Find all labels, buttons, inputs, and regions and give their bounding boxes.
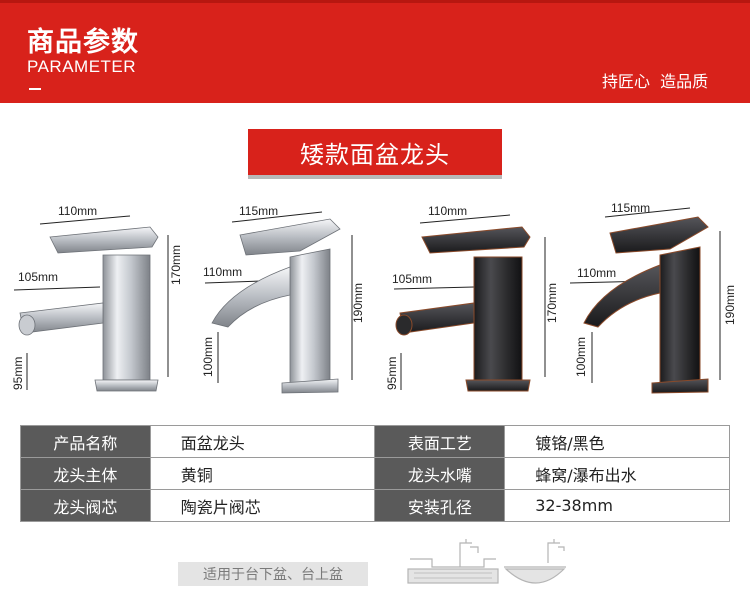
sink-icons	[407, 539, 566, 584]
spec-value-cell: 32-38mm	[504, 489, 730, 522]
brand-slogan: 持匠心 造品质	[602, 72, 709, 91]
faucet-black-2	[583, 216, 709, 394]
table-row: 产品名称 面盆龙头 表面工艺 镀铬/黑色	[20, 425, 730, 458]
faucet4-spout-length-label: 110mm	[577, 266, 616, 280]
faucet-chrome-1	[18, 226, 159, 392]
faucet2-height-label: 190mm	[351, 283, 365, 323]
spec-key-cell: 表面工艺	[374, 425, 506, 458]
faucet3-height-label: 170mm	[545, 283, 559, 323]
spec-value-cell: 黄铜	[149, 457, 376, 490]
faucet-black-1	[395, 226, 531, 392]
usage-text: 适用于台下盆、台上盆	[203, 567, 343, 583]
spec-key-cell: 龙头水嘴	[374, 457, 506, 490]
faucet-diagrams-svg: 110mm 105mm 170mm 95mm 115mm 110mm 190mm…	[11, 201, 737, 394]
faucet3-spout-length-label: 105mm	[392, 272, 432, 286]
faucet4-spout-height-label: 100mm	[574, 337, 588, 377]
header-bar: 商品参数 PARAMETER 持匠心 造品质	[0, 0, 750, 103]
banner-title: 矮款面盆龙头	[300, 140, 450, 169]
section-title: 商品参数	[27, 27, 139, 58]
spec-key-cell: 产品名称	[20, 425, 151, 458]
table-row: 龙头阀芯 陶瓷片阀芯 安装孔径 32-38mm	[20, 489, 730, 522]
spec-table: 产品名称 面盆龙头 表面工艺 镀铬/黑色 龙头主体 黄铜 龙头水嘴 蜂窝/瀑布出…	[20, 425, 730, 522]
product-banner: 矮款面盆龙头	[248, 129, 502, 175]
faucet-dimension-diagrams: 110mm 105mm 170mm 95mm 115mm 110mm 190mm…	[0, 195, 750, 405]
spec-value-cell: 陶瓷片阀芯	[149, 489, 376, 522]
usage-label: 适用于台下盆、台上盆	[178, 562, 368, 586]
faucet1-spout-length-label: 105mm	[18, 270, 58, 284]
header-top-line	[0, 0, 750, 3]
spec-key-cell: 龙头阀芯	[20, 489, 151, 522]
faucet3-top-width-label: 110mm	[428, 204, 467, 218]
faucet2-top-width-label: 115mm	[239, 204, 278, 218]
spec-key-cell: 安装孔径	[374, 489, 506, 522]
faucet1-spout-height-label: 95mm	[11, 357, 25, 390]
vessel-basin-icon	[504, 539, 566, 584]
faucet2-spout-height-label: 100mm	[201, 337, 215, 377]
table-row: 龙头主体 黄铜 龙头水嘴 蜂窝/瀑布出水	[20, 457, 730, 490]
spec-key-cell: 龙头主体	[20, 457, 151, 490]
faucet3-spout-height-label: 95mm	[385, 357, 399, 390]
spec-value-cell: 镀铬/黑色	[504, 425, 730, 458]
faucet4-height-label: 190mm	[723, 285, 737, 325]
faucet1-height-label: 170mm	[169, 245, 183, 285]
spec-value-cell: 蜂窝/瀑布出水	[504, 457, 730, 490]
faucet2-spout-length-label: 110mm	[203, 265, 242, 279]
faucet4-top-width-label: 115mm	[611, 201, 650, 215]
undermount-basin-icon	[407, 539, 499, 584]
spec-value-cell: 面盆龙头	[149, 425, 376, 458]
faucet-chrome-2	[211, 218, 341, 394]
section-subtitle: PARAMETER	[27, 57, 137, 76]
faucet1-top-width-label: 110mm	[58, 204, 97, 218]
subtitle-dash	[29, 88, 41, 90]
